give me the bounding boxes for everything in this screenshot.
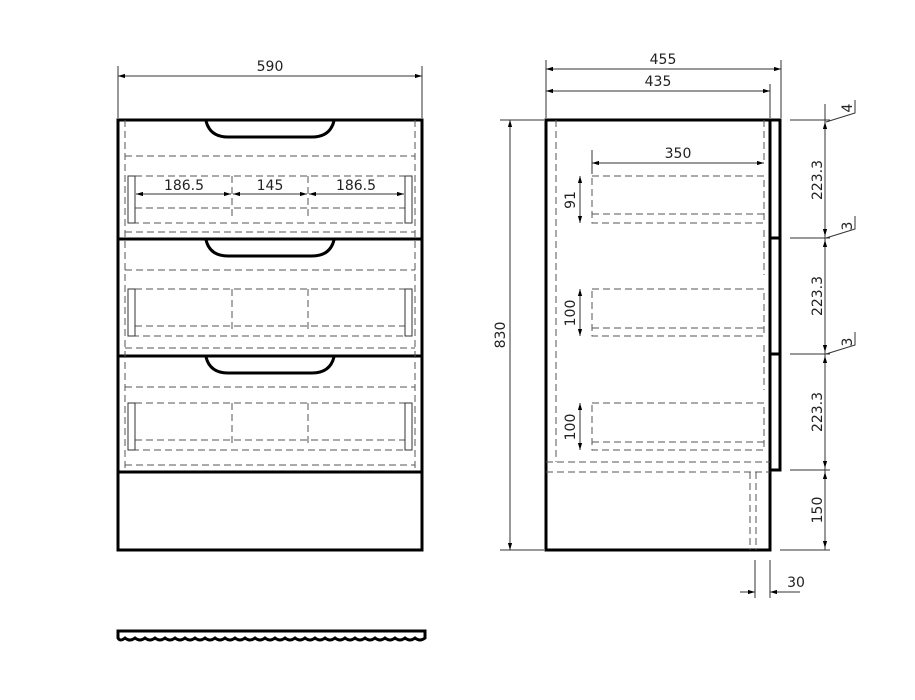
overall-depth-label: 455 [650,52,677,68]
gap-label: 3 [840,338,856,347]
overall-width-label: 590 [257,59,284,75]
handle-cutout [204,120,336,139]
drawer-height-label: 100 [563,300,579,327]
drawer-box-side [591,402,765,451]
spacing-left-label: 186.5 [164,178,204,194]
front-height-label: 223.3 [810,160,826,200]
front-height-label: 223.3 [810,276,826,316]
cabinet-body-front [116,118,424,552]
drawer-height-label: 91 [563,191,579,209]
drawer-fronts-side [770,118,782,472]
plinth-setback-label: 30 [787,575,805,591]
gap-label: 4 [840,103,856,112]
drawer-height-label: 100 [563,414,579,441]
spacing-right-label: 186.5 [336,178,376,194]
drawer-depth-label: 350 [665,146,692,162]
plinth-height-label: 150 [810,497,826,524]
front-height-label: 223.3 [810,392,826,432]
side-view: 455 435 830 350 [493,52,856,598]
handle-cutout [204,356,336,375]
drawer-box-hidden [125,155,415,233]
handle-cutout [204,239,336,258]
drawer-box-hidden [125,269,415,349]
drawer-box-side [591,175,765,224]
drawer-box-hidden [125,386,415,466]
drawer-box-side [591,288,765,337]
overall-height-label: 830 [493,322,509,349]
front-view: 590 [116,59,424,552]
body-depth-label: 435 [645,74,672,90]
spacing-center-label: 145 [257,178,284,194]
gap-label: 3 [840,222,856,231]
cabinet-body-side [544,118,772,552]
top-profile-section [116,629,427,642]
